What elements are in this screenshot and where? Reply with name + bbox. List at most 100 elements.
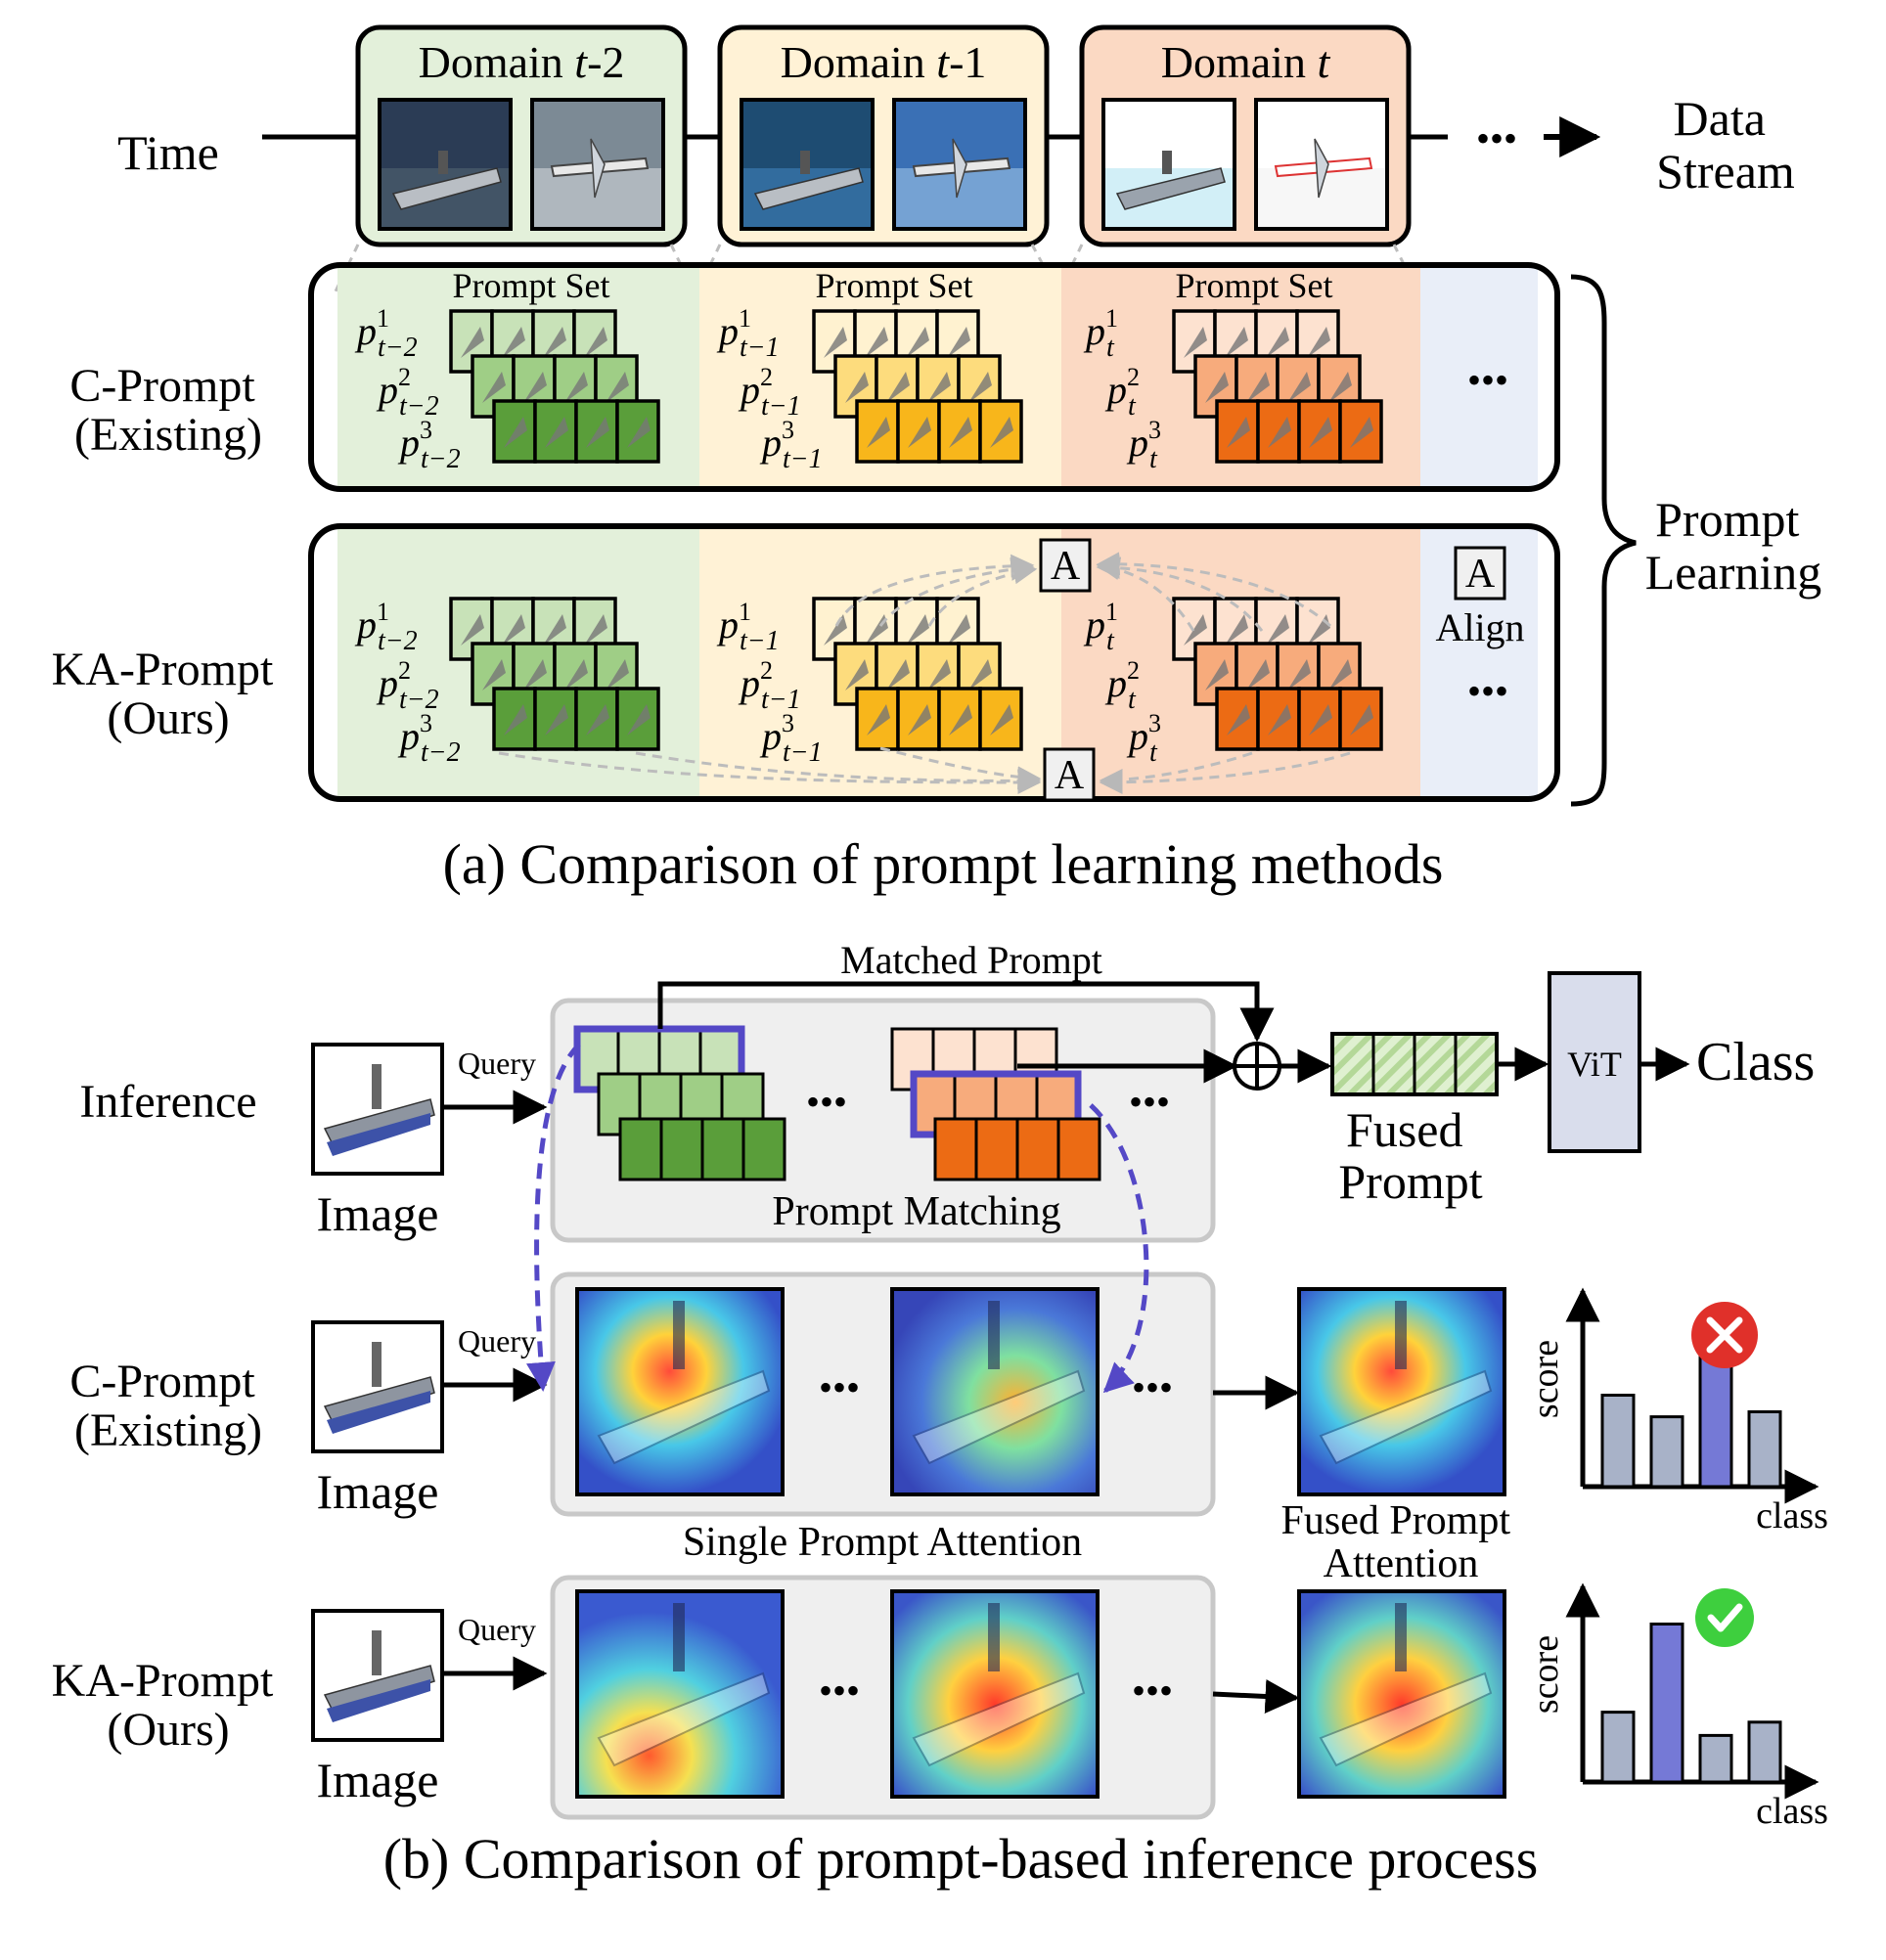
- fused-prompt: [1330, 1032, 1499, 1096]
- score-chart-1: score class: [1525, 1582, 1828, 1832]
- prompt-token: [618, 1117, 663, 1181]
- part-b: Inference C-Prompt (Existing) KA-Prompt …: [52, 938, 1828, 1891]
- query-label: Query: [458, 1046, 536, 1081]
- prompt-token: [741, 1117, 786, 1181]
- class-label: Class: [1696, 1032, 1815, 1092]
- prompt-token: [974, 1117, 1019, 1181]
- row-name-ka-prompt-b: KA-Prompt (Ours): [52, 1655, 286, 1756]
- x-axis-label: class: [1756, 1495, 1828, 1537]
- fused-prompt-attention-label: Fused Prompt Attention: [1280, 1498, 1520, 1586]
- green-prompt-stack: [573, 1025, 786, 1181]
- svg-text:A: A: [1051, 544, 1081, 589]
- query-image-block: Image Query: [311, 1043, 548, 1241]
- svg-text:ViT: ViT: [1567, 1045, 1622, 1084]
- c-prompt-ellipsis-1: •••: [819, 1365, 860, 1409]
- prompt-set-label: Prompt Set: [1175, 266, 1332, 305]
- y-axis-label: score: [1525, 1635, 1566, 1714]
- orange-prompt-stack: [890, 1027, 1101, 1181]
- inference-ellipsis-1: •••: [806, 1080, 847, 1124]
- svg-text:A: A: [1465, 552, 1496, 597]
- score-bar: [1649, 1623, 1684, 1784]
- prompt-token: [1056, 1117, 1101, 1181]
- score-bar: [1649, 1415, 1684, 1489]
- fusion-operator: [1233, 1042, 1281, 1091]
- score-bar: [1600, 1711, 1636, 1784]
- attention-maps: [575, 1287, 1506, 1799]
- prompt-token: [933, 1117, 978, 1181]
- matching-dashed-left: [525, 1043, 581, 1392]
- prompt-token: [978, 687, 1023, 751]
- domain-box-0: Domain t-2: [355, 24, 688, 247]
- time-ellipsis: •••: [1476, 116, 1517, 160]
- svg-text:A: A: [1055, 753, 1085, 798]
- score-bar: [1698, 1355, 1733, 1489]
- inference-stacks: [573, 1025, 1101, 1181]
- row-name-inference: Inference: [79, 1076, 256, 1128]
- c-prompt-ellipsis-2: •••: [1132, 1365, 1173, 1409]
- prompt-token: [700, 1117, 745, 1181]
- prompt-token: [978, 399, 1023, 464]
- row1-ellipsis: •••: [1467, 358, 1508, 402]
- attention-map: [1297, 1589, 1506, 1799]
- single-prompt-attention-label: Single Prompt Attention: [683, 1520, 1082, 1565]
- domain-box-2: Domain t: [1079, 24, 1412, 247]
- image-label: Image: [317, 1186, 439, 1241]
- ka-prompt-row-frame: [308, 523, 1560, 802]
- row2-ellipsis: •••: [1467, 669, 1508, 713]
- align-label: Align: [1435, 605, 1524, 649]
- align-box-bottom: A: [1043, 747, 1096, 802]
- caption-a: (a) Comparison of prompt learning method…: [443, 832, 1444, 896]
- score-bar: [1747, 1410, 1782, 1489]
- score-bar: [1600, 1394, 1636, 1489]
- ka-prompt-ellipsis-2: •••: [1132, 1669, 1173, 1713]
- domain-title: Domain t-1: [781, 37, 987, 87]
- domain-title: Domain t-2: [419, 37, 625, 87]
- attention-map: [1297, 1287, 1506, 1496]
- c-prompt-row-frame: [308, 262, 1560, 492]
- attention-map: [575, 1287, 785, 1496]
- image-label: Image: [317, 1753, 439, 1807]
- fused-prompt-label: Fused Prompt: [1338, 1102, 1482, 1209]
- matched-prompt-line: [657, 981, 1275, 1043]
- row-name-ka-prompt: KA-Prompt (Ours): [52, 644, 286, 744]
- attention-map: [575, 1589, 785, 1799]
- domain-box-1: Domain t-1: [717, 24, 1050, 247]
- ka-prompt-to-fused: [1212, 1679, 1300, 1714]
- matched-prompt-label: Matched Prompt: [840, 938, 1102, 982]
- x-axis-label: class: [1756, 1791, 1828, 1832]
- data-stream-label: Data Stream: [1656, 91, 1795, 199]
- wrong-icon: [1691, 1302, 1758, 1368]
- row-name-c-prompt-b: C-Prompt (Existing): [69, 1356, 266, 1456]
- prompt-set-label: Prompt Set: [815, 266, 972, 305]
- align-legend: A Align: [1435, 546, 1525, 649]
- row-name-c-prompt: C-Prompt (Existing): [69, 360, 266, 461]
- score-bar: [1747, 1720, 1782, 1784]
- domain-title: Domain t: [1161, 37, 1331, 87]
